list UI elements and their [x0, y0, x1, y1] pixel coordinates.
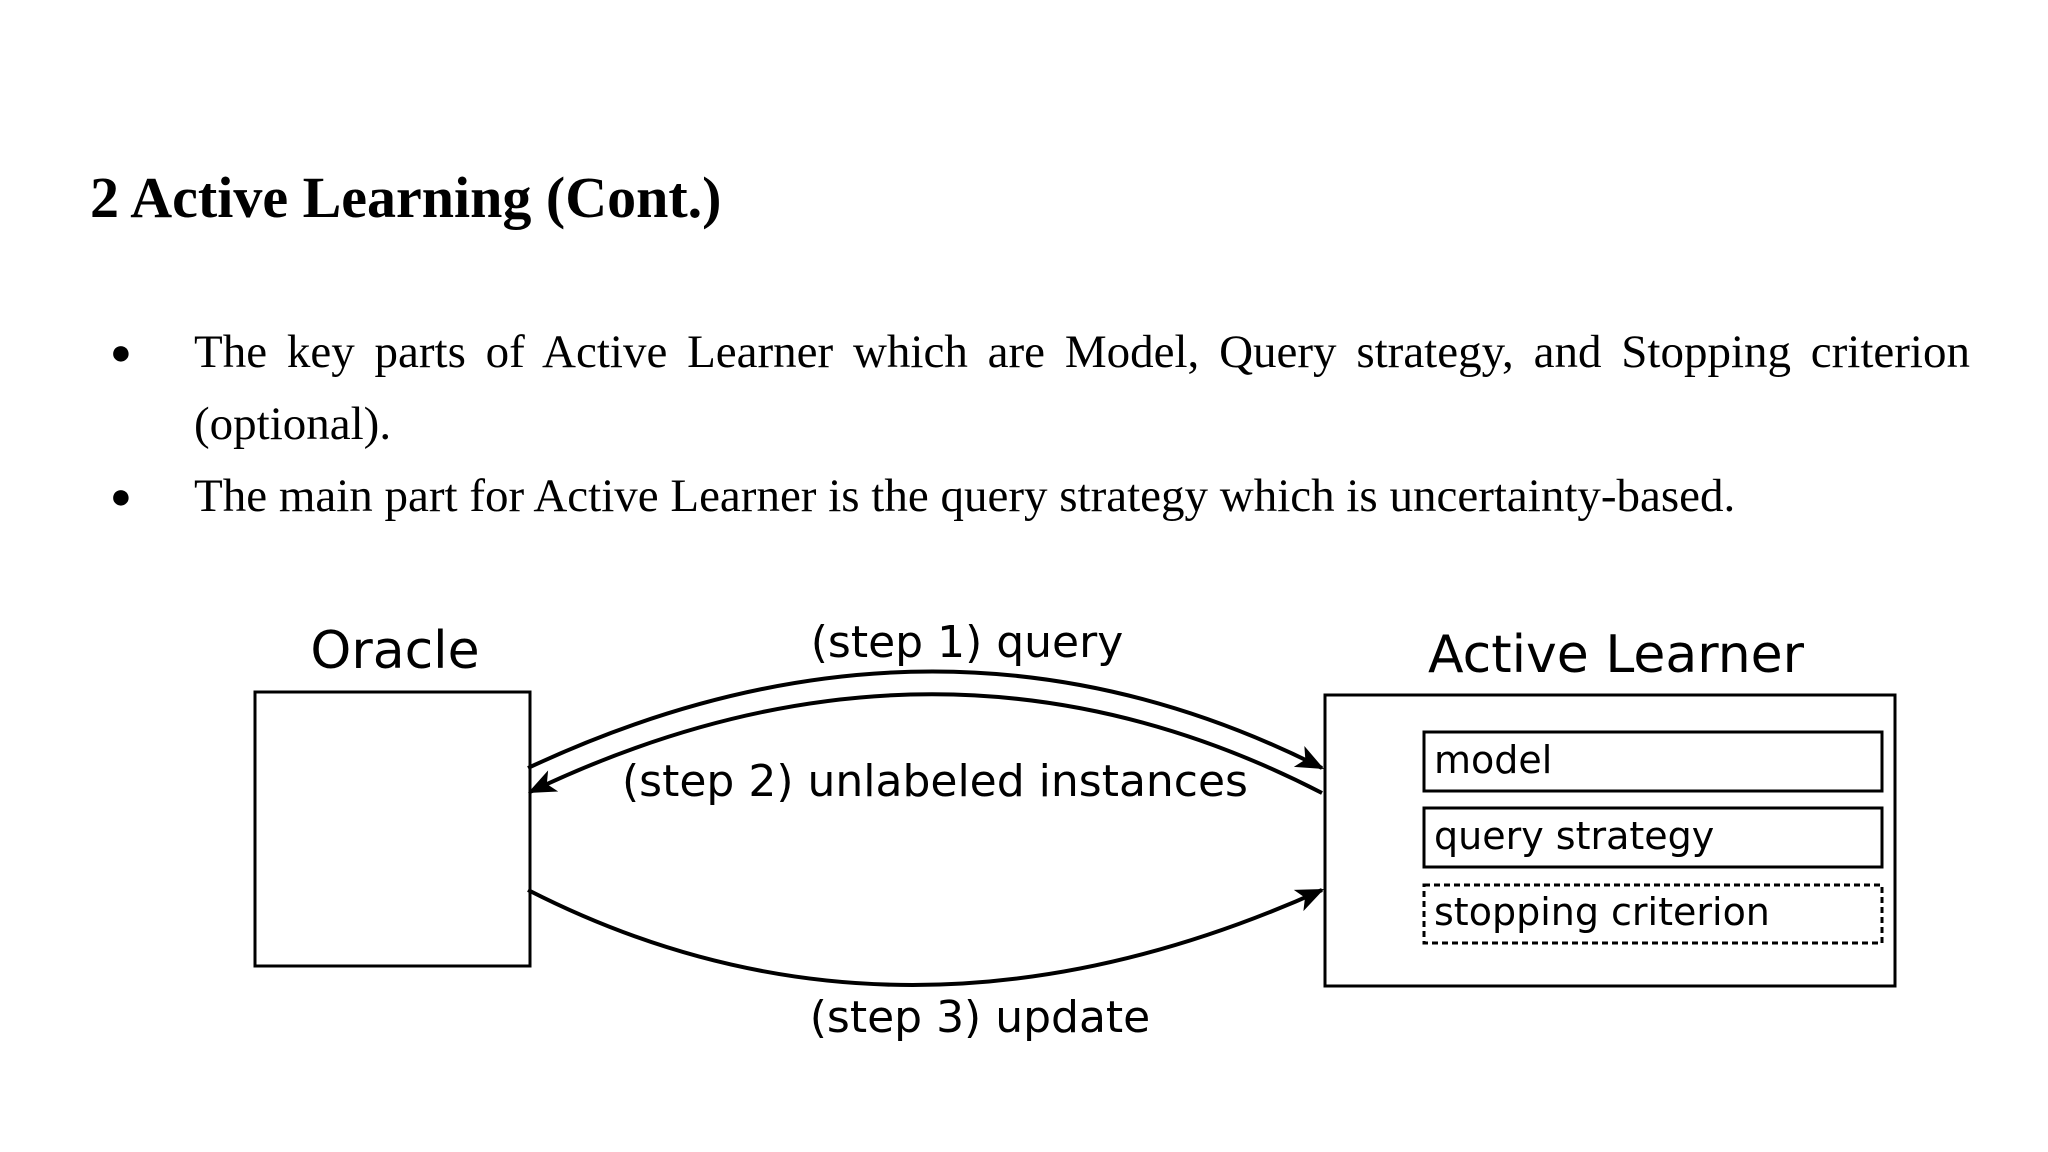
model-box [1422, 730, 1884, 793]
bullet-text: The main part for Active Learner is the … [194, 470, 1736, 522]
learner-label: Active Learner [1428, 625, 1805, 685]
stopping-criterion-box [1422, 883, 1884, 945]
bullet-list: ● The key parts of Active Learner which … [110, 316, 1970, 532]
slide-title: 2 Active Learning (Cont.) [90, 165, 722, 230]
bullet-text: The key parts of Active Learner which ar… [194, 326, 1970, 450]
stopping-criterion-label: stopping criterion [1434, 890, 1770, 934]
bullet-dot-icon: ● [110, 476, 132, 516]
learner-box [1323, 693, 1897, 988]
step2-arrow [527, 692, 1323, 795]
query-strategy-label: query strategy [1434, 814, 1714, 858]
step1-label: (step 1) query [811, 617, 1124, 668]
query-strategy-box [1422, 806, 1884, 869]
step1-arrow [527, 669, 1325, 770]
oracle-label: Oracle [310, 621, 479, 681]
model-label: model [1434, 738, 1552, 782]
oracle-box [253, 690, 532, 968]
step3-label: (step 3) update [810, 992, 1151, 1043]
step3-arrow [527, 888, 1325, 987]
bullet-item: ● The key parts of Active Learner which … [110, 316, 1970, 460]
step2-label: (step 2) unlabeled instances [622, 756, 1248, 807]
bullet-dot-icon: ● [110, 332, 132, 372]
bullet-item: ● The main part for Active Learner is th… [110, 460, 1970, 532]
